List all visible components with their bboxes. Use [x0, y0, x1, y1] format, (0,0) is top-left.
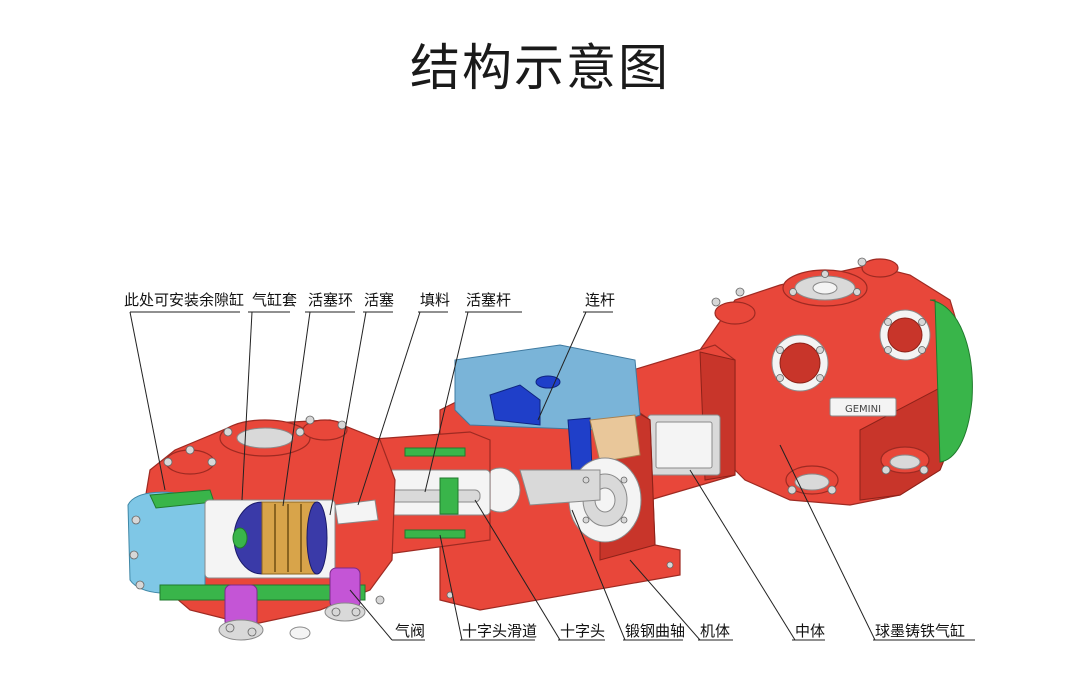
label-valve: 气阀	[395, 622, 425, 640]
label-forged-crankshaft: 锻钢曲轴	[625, 622, 685, 640]
bolts	[129, 257, 929, 637]
label-frame: 机体	[700, 622, 730, 640]
label-ductile-iron-cylinder: 球墨铸铁气缸	[875, 622, 965, 640]
label-crosshead-slide: 十字头滑道	[462, 622, 537, 640]
left-cylinder	[127, 419, 396, 641]
label-packing: 填料	[420, 291, 450, 309]
leader-lines	[129, 311, 975, 641]
label-piston-rod: 活塞杆	[466, 291, 511, 309]
right-cylinder: GEMINI	[699, 258, 973, 506]
label-crosshead: 十字头	[560, 622, 605, 640]
page-title: 结构示意图	[410, 39, 670, 97]
label-connecting-rod: 连杆	[585, 291, 615, 309]
label-distance-piece: 中体	[795, 622, 825, 640]
label-clearance-cylinder: 此处可安装余隙缸	[124, 291, 244, 309]
part-labels: 此处可安装余隙缸 气缸套 活塞环 活塞 填料 活塞杆 连杆 气阀 十字头滑道 十…	[124, 291, 965, 640]
label-cylinder-liner: 气缸套	[252, 291, 297, 309]
nameplate: GEMINI	[845, 404, 881, 415]
label-piston-ring: 活塞环	[308, 291, 353, 309]
label-piston: 活塞	[364, 291, 394, 309]
